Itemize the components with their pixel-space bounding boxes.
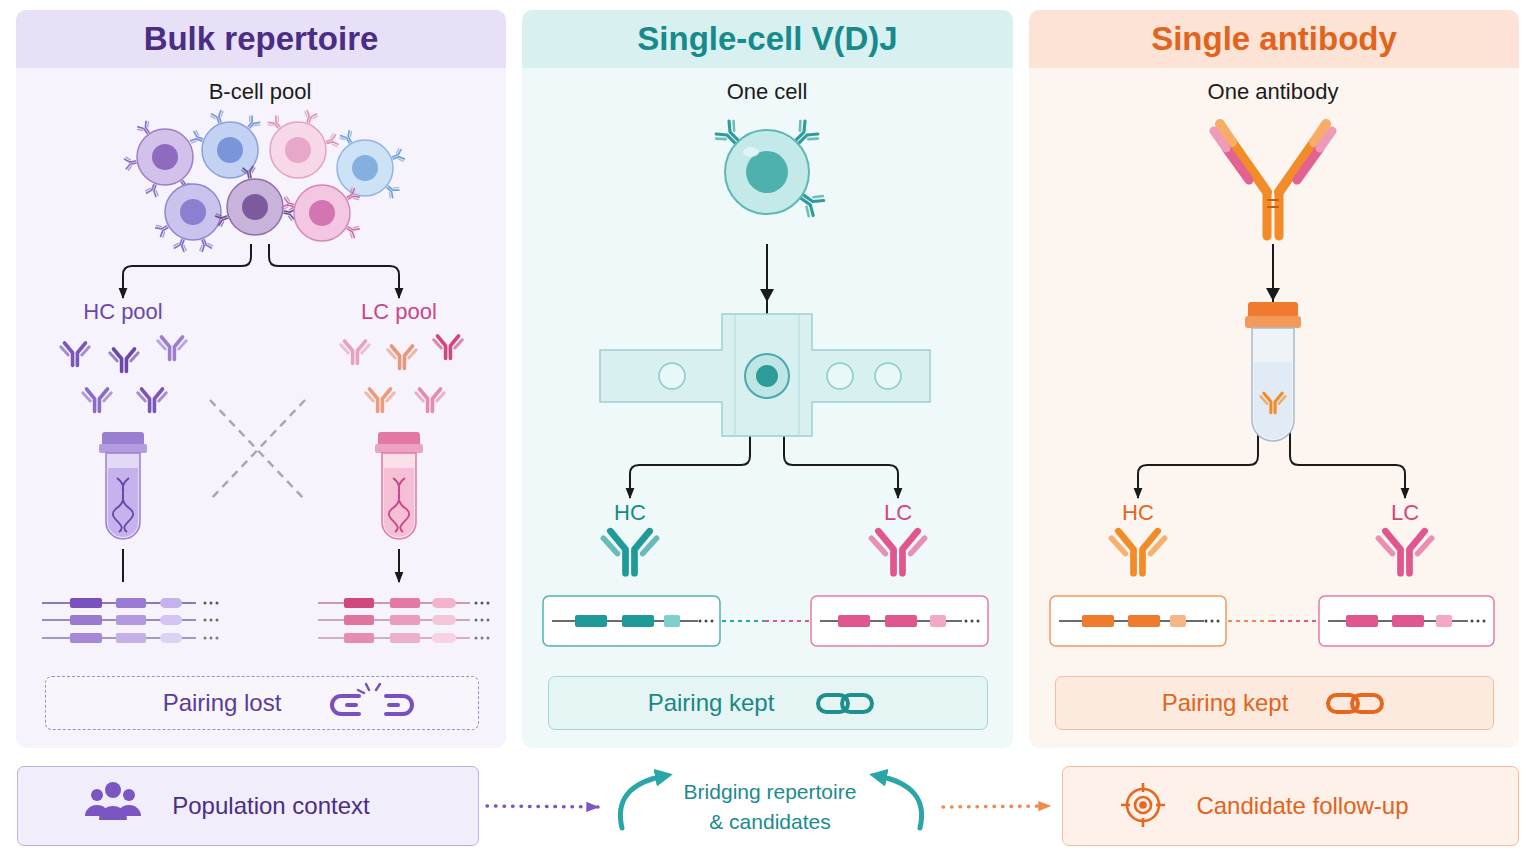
chain-group: LC bbox=[1355, 498, 1455, 590]
status-box: Pairing kept bbox=[1055, 676, 1494, 730]
node-label: Pairing kept bbox=[648, 689, 775, 717]
status-box: Pairing kept bbox=[548, 676, 988, 730]
chain-pool: LC pool bbox=[334, 298, 464, 422]
node-label: Candidate follow-up bbox=[1196, 792, 1408, 820]
node-label: HC pool bbox=[58, 298, 188, 326]
chain-group: LC bbox=[848, 498, 948, 590]
node-label: LC bbox=[1355, 498, 1455, 528]
connector-arrow bbox=[487, 806, 598, 807]
node-label: LC bbox=[848, 498, 948, 528]
panel: Single-cell V(D)J One cellHC LC Pairing kep… bbox=[522, 10, 1013, 748]
bridging-arrows bbox=[878, 776, 922, 828]
panel: Bulk repertoireB-cell pool HC pool LC pool… bbox=[16, 10, 506, 748]
bridge-label: Bridging repertoire & candidates bbox=[600, 772, 940, 842]
cell-group: B-cell pool bbox=[110, 78, 410, 244]
node-label: HC bbox=[580, 498, 680, 528]
chain-pool: HC pool bbox=[58, 298, 188, 422]
summary-box: Population context bbox=[17, 766, 479, 846]
chain-group: HC bbox=[1088, 498, 1188, 590]
antibody-group: One antibody bbox=[1198, 78, 1348, 244]
bridging-arrows bbox=[620, 776, 664, 828]
node-label: B-cell pool bbox=[110, 78, 410, 106]
node-label: LC pool bbox=[334, 298, 464, 326]
node-label: Pairing kept bbox=[1162, 689, 1289, 717]
panel-heading: Bulk repertoire bbox=[16, 10, 506, 68]
panel-heading: Single antibody bbox=[1029, 10, 1519, 68]
cell-group: One cell bbox=[697, 78, 837, 244]
summary-box: Candidate follow-up bbox=[1062, 766, 1519, 846]
node-label: Bridging repertoire & candidates bbox=[653, 777, 888, 837]
panel: Single antibodyOne antibodyHC LC Pairing k… bbox=[1029, 10, 1519, 748]
panel-heading: Single-cell V(D)J bbox=[522, 10, 1013, 68]
node-label: Population context bbox=[172, 792, 369, 820]
node-label: One cell bbox=[697, 78, 837, 106]
node-label: One antibody bbox=[1198, 78, 1348, 106]
node-label: HC bbox=[1088, 498, 1188, 528]
status-box: Pairing lost bbox=[45, 676, 479, 730]
node-label: Pairing lost bbox=[163, 689, 282, 717]
connector-arrow bbox=[943, 806, 1050, 807]
chain-group: HC bbox=[580, 498, 680, 590]
